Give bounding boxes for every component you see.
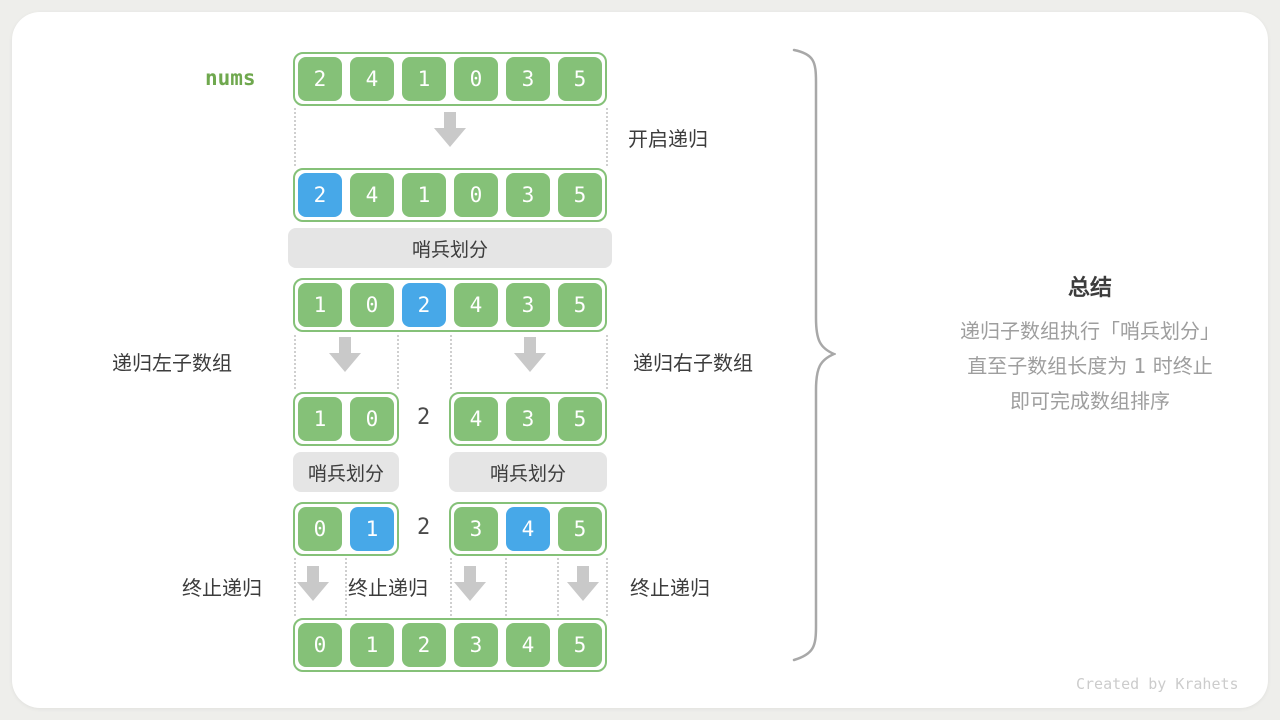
array-cell: 0 — [298, 623, 342, 667]
array-cell: 3 — [454, 623, 498, 667]
curly-brace — [792, 48, 836, 662]
array-cell: 4 — [506, 623, 550, 667]
dotted-line — [294, 335, 296, 389]
array-cell: 5 — [558, 397, 602, 441]
array-cell: 1 — [350, 507, 394, 551]
down-arrow-icon — [329, 337, 361, 372]
array-cell: 1 — [298, 283, 342, 327]
pivot-value: 2 — [417, 405, 431, 430]
array-cell: 1 — [402, 57, 446, 101]
partition-box-right: 哨兵划分 — [449, 452, 607, 492]
credit-text: Created by Krahets — [1076, 675, 1239, 693]
partition-box: 哨兵划分 — [288, 228, 612, 268]
terminate-label: 终止递归 — [630, 576, 710, 600]
array-cell: 4 — [506, 507, 550, 551]
dotted-line — [450, 558, 452, 616]
down-arrow-icon — [454, 566, 486, 601]
dotted-line — [450, 335, 452, 389]
pivot-value: 2 — [417, 515, 431, 540]
partition-box-left: 哨兵划分 — [293, 452, 399, 492]
array-cell: 0 — [454, 57, 498, 101]
dotted-line — [557, 558, 559, 616]
array-cell: 1 — [298, 397, 342, 441]
array-cell: 4 — [454, 283, 498, 327]
start-recursion-label: 开启递归 — [628, 127, 708, 151]
array-cell: 0 — [454, 173, 498, 217]
array-cell: 0 — [350, 283, 394, 327]
summary-block: 总结 递归子数组执行「哨兵划分」 直至子数组长度为 1 时终止 即可完成数组排序 — [950, 270, 1230, 419]
array-cell: 3 — [506, 173, 550, 217]
dotted-line — [606, 108, 608, 166]
array-cell: 2 — [298, 57, 342, 101]
array-cell: 4 — [350, 173, 394, 217]
dotted-line — [294, 108, 296, 166]
array-cell: 2 — [402, 283, 446, 327]
array-cell: 3 — [454, 507, 498, 551]
array-cell: 0 — [350, 397, 394, 441]
summary-title: 总结 — [1067, 276, 1112, 301]
array-cell: 2 — [402, 623, 446, 667]
dotted-line — [345, 558, 347, 616]
down-arrow-icon — [514, 337, 546, 372]
terminate-label: 终止递归 — [182, 576, 262, 600]
array-cell: 1 — [350, 623, 394, 667]
array-cell: 2 — [298, 173, 342, 217]
down-arrow-icon — [567, 566, 599, 601]
array-cell: 5 — [558, 507, 602, 551]
array-cell: 3 — [506, 397, 550, 441]
array-cell: 1 — [402, 173, 446, 217]
array-cell: 4 — [454, 397, 498, 441]
array-cell: 5 — [558, 173, 602, 217]
array-cell: 5 — [558, 57, 602, 101]
summary-line: 递归子数组执行「哨兵划分」 — [960, 319, 1220, 343]
nums-label: nums — [205, 66, 256, 90]
dotted-line — [606, 558, 608, 616]
recurse-right-label: 递归右子数组 — [633, 351, 753, 375]
down-arrow-icon — [434, 112, 466, 147]
array-cell: 3 — [506, 283, 550, 327]
array-cell: 5 — [558, 283, 602, 327]
dotted-line — [606, 335, 608, 389]
array-cell: 4 — [350, 57, 394, 101]
diagram-card — [12, 12, 1268, 708]
dotted-line — [505, 558, 507, 616]
dotted-line — [294, 558, 296, 616]
summary-line: 直至子数组长度为 1 时终止 — [967, 354, 1213, 378]
array-cell: 0 — [298, 507, 342, 551]
dotted-line — [397, 335, 399, 389]
recurse-left-label: 递归左子数组 — [112, 351, 232, 375]
array-cell: 3 — [506, 57, 550, 101]
down-arrow-icon — [297, 566, 329, 601]
terminate-label: 终止递归 — [348, 576, 428, 600]
summary-line: 即可完成数组排序 — [1010, 389, 1170, 413]
array-cell: 5 — [558, 623, 602, 667]
